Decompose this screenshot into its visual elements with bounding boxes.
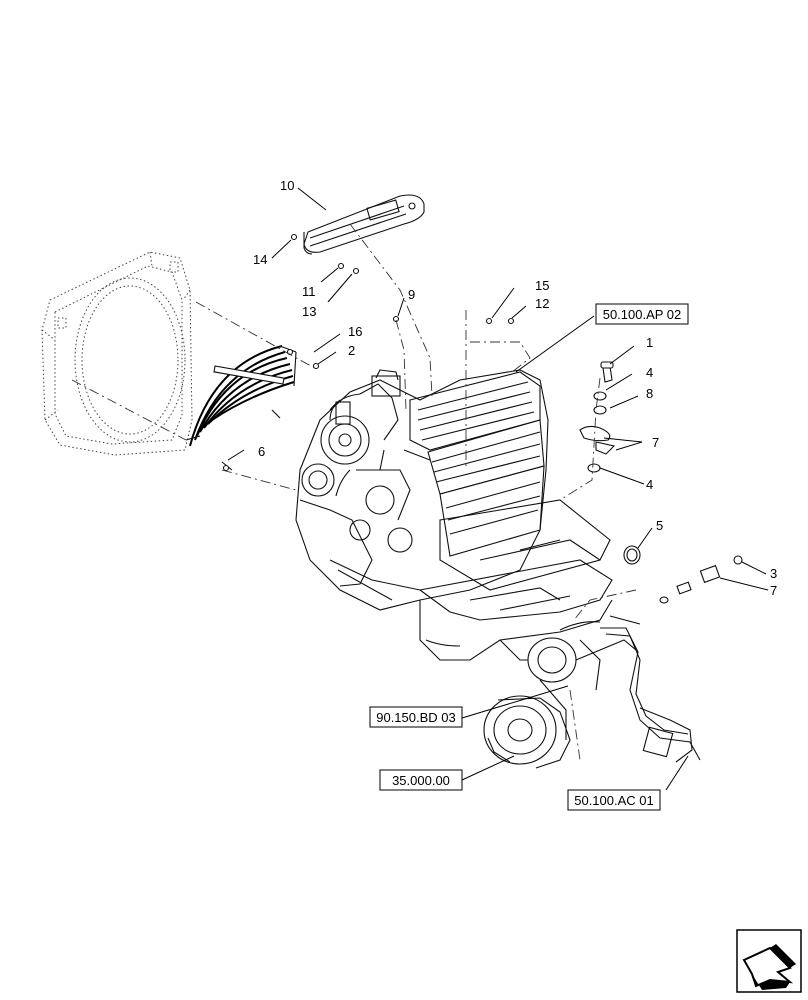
leader-lines xyxy=(227,187,769,791)
callout-2: 2 xyxy=(348,343,355,358)
reference-bd03[interactable]: 90.150.BD 03 xyxy=(369,706,463,728)
air-cleaner xyxy=(303,194,425,255)
callout-1: 1 xyxy=(646,335,653,350)
reference-35000-label[interactable]: 35.000.00 xyxy=(392,773,450,788)
reference-35000[interactable]: 35.000.00 xyxy=(379,769,463,791)
callout-16: 16 xyxy=(348,324,362,339)
callout-11: 11 xyxy=(302,284,316,299)
assembly-lines xyxy=(71,223,637,761)
callout-4-lower: 4 xyxy=(646,477,653,492)
fitting-group xyxy=(623,545,743,604)
reference-bd03-label[interactable]: 90.150.BD 03 xyxy=(376,710,456,725)
small-fasteners xyxy=(222,233,515,472)
callout-5: 5 xyxy=(656,518,663,533)
reference-ap02-label[interactable]: 50.100.AP 02 xyxy=(603,307,682,322)
callout-7: 7 xyxy=(652,435,659,450)
callout-15: 15 xyxy=(535,278,549,293)
drive-motor-assembly xyxy=(483,615,701,769)
callout-4: 4 xyxy=(646,365,653,380)
callout-10: 10 xyxy=(280,178,294,193)
callout-labels: 10 14 11 13 9 15 12 16 2 6 1 4 8 7 4 5 3… xyxy=(253,178,777,598)
fan-shroud xyxy=(41,251,193,456)
callout-12: 12 xyxy=(535,296,549,311)
next-page-arrow-icon[interactable] xyxy=(736,929,802,993)
bolt-washer-clamp-group xyxy=(579,361,616,473)
callout-14: 14 xyxy=(253,252,267,267)
reference-ap02[interactable]: 50.100.AP 02 xyxy=(595,303,689,325)
callout-3: 3 xyxy=(770,566,777,581)
callout-9: 9 xyxy=(408,287,415,302)
callout-8: 8 xyxy=(646,386,653,401)
reference-ac01[interactable]: 50.100.AC 01 xyxy=(567,789,661,811)
engine-assembly xyxy=(295,369,549,611)
callout-13: 13 xyxy=(302,304,316,319)
callout-7-lower: 7 xyxy=(770,583,777,598)
callout-6: 6 xyxy=(258,444,265,459)
reference-ac01-label[interactable]: 50.100.AC 01 xyxy=(574,793,654,808)
